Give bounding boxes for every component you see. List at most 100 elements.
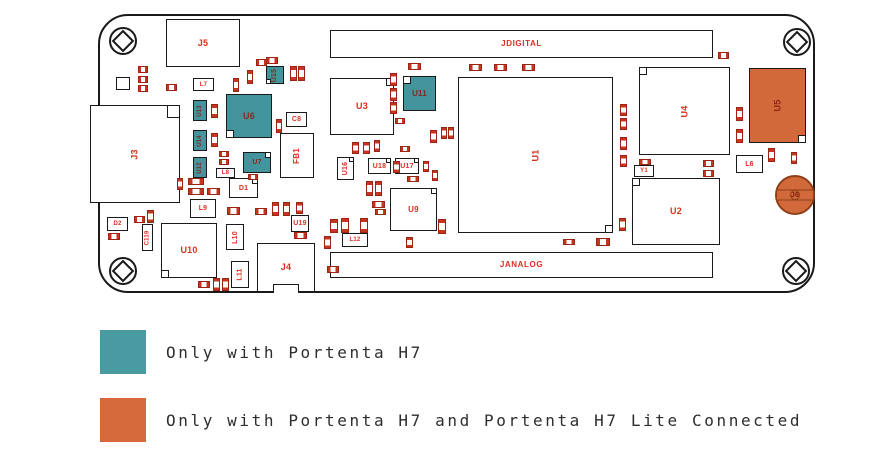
- passive-component: [296, 202, 303, 214]
- component-y1: Y1: [634, 165, 654, 177]
- pin1-notch: [167, 105, 180, 118]
- component-label: U3: [356, 101, 368, 111]
- component-c8: C8: [286, 112, 307, 127]
- component-label: D2: [113, 221, 122, 227]
- passive-component: [639, 159, 651, 165]
- passive-component: [374, 140, 380, 152]
- component-j6: J6: [775, 175, 815, 215]
- passive-component: [469, 64, 482, 71]
- passive-component: [400, 146, 410, 152]
- component-label: L8: [221, 170, 230, 176]
- pin1-notch: [798, 135, 806, 143]
- passive-component: [138, 85, 148, 92]
- component-j5: J5: [166, 19, 240, 67]
- passive-component: [324, 236, 331, 249]
- component-label: J4: [280, 262, 292, 272]
- component-label: L9: [198, 205, 208, 212]
- passive-component: [327, 266, 339, 273]
- component-u17: U17: [395, 158, 419, 174]
- pin1-notch: [403, 76, 411, 84]
- passive-component: [390, 88, 397, 101]
- mounting-hole: [109, 27, 137, 55]
- passive-component: [375, 181, 382, 196]
- component-tp1: [116, 77, 130, 90]
- mounting-hole-diamond: [785, 30, 809, 54]
- passive-component: [736, 107, 743, 121]
- component-label: L12: [349, 237, 361, 243]
- passive-component: [406, 237, 413, 248]
- mounting-hole: [783, 28, 811, 56]
- component-j4: J4: [257, 243, 315, 293]
- pin1-notch: [161, 270, 169, 278]
- component-l6: L6: [736, 155, 763, 173]
- component-label: L7: [199, 81, 208, 88]
- mounting-hole-diamond: [111, 29, 135, 53]
- component-label: U11: [412, 88, 427, 98]
- usb-connector-notch: [273, 283, 299, 293]
- pin1-notch: [431, 188, 437, 194]
- passive-component: [375, 209, 386, 215]
- pin1-notch: [349, 157, 354, 162]
- component-u10: U10: [161, 223, 217, 278]
- passive-component: [177, 178, 183, 190]
- component-label: U1: [530, 149, 540, 161]
- passive-component: [620, 155, 627, 167]
- component-u2: U2: [632, 178, 720, 245]
- component-fb1: FB1: [280, 133, 314, 178]
- component-l11: L11: [231, 261, 249, 288]
- passive-component: [563, 239, 575, 245]
- passive-component: [620, 118, 627, 130]
- component-u15: U15: [266, 66, 284, 84]
- component-u5: U5: [749, 68, 806, 143]
- passive-component: [432, 170, 438, 181]
- passive-component: [390, 73, 397, 86]
- passive-component: [211, 133, 218, 147]
- passive-component: [207, 188, 220, 195]
- component-label: C119: [144, 230, 151, 245]
- component-l12: L12: [342, 233, 368, 247]
- passive-component: [298, 66, 305, 81]
- component-label: U10: [180, 245, 198, 255]
- passive-component: [219, 151, 229, 157]
- passive-component: [134, 216, 145, 223]
- component-label: U19: [293, 220, 307, 227]
- legend-label-h7-lite: Only with Portenta H7 and Portenta H7 Li…: [166, 410, 803, 430]
- pin1-notch: [414, 158, 419, 163]
- passive-component: [276, 119, 282, 133]
- passive-component: [395, 118, 405, 124]
- mounting-hole: [109, 257, 137, 285]
- passive-component: [596, 238, 610, 246]
- component-label: U16: [341, 161, 349, 176]
- component-u19: U19: [291, 215, 309, 232]
- component-label: U18: [372, 162, 387, 170]
- component-label: U13: [196, 104, 203, 117]
- passive-component: [283, 202, 290, 216]
- pin1-notch: [632, 178, 640, 186]
- battery-center: [790, 190, 800, 200]
- passive-component: [407, 176, 419, 182]
- passive-component: [393, 161, 400, 173]
- passive-component: [360, 218, 368, 233]
- component-j3: J3: [90, 105, 180, 203]
- passive-component: [430, 130, 437, 143]
- connector-strip-jdigital: JDIGITAL: [330, 30, 713, 58]
- pin1-notch: [639, 67, 647, 75]
- component-label: U4: [679, 105, 689, 117]
- component-u14: U14: [193, 130, 207, 151]
- passive-component: [272, 202, 279, 216]
- passive-component: [441, 127, 447, 139]
- component-u1: U1: [458, 77, 613, 233]
- component-c119: C119: [142, 224, 153, 251]
- legend-label-h7: Only with Portenta H7: [166, 342, 423, 362]
- passive-component: [768, 148, 775, 162]
- passive-component: [294, 232, 307, 239]
- pin1-notch: [386, 158, 391, 163]
- passive-component: [188, 178, 204, 185]
- legend-item-h7-lite: Only with Portenta H7 and Portenta H7 Li…: [100, 398, 802, 442]
- component-l7: L7: [193, 78, 214, 91]
- component-label: U7: [252, 159, 262, 166]
- passive-component: [423, 161, 429, 172]
- component-label: FB1: [292, 147, 301, 164]
- component-label: U14: [196, 134, 203, 147]
